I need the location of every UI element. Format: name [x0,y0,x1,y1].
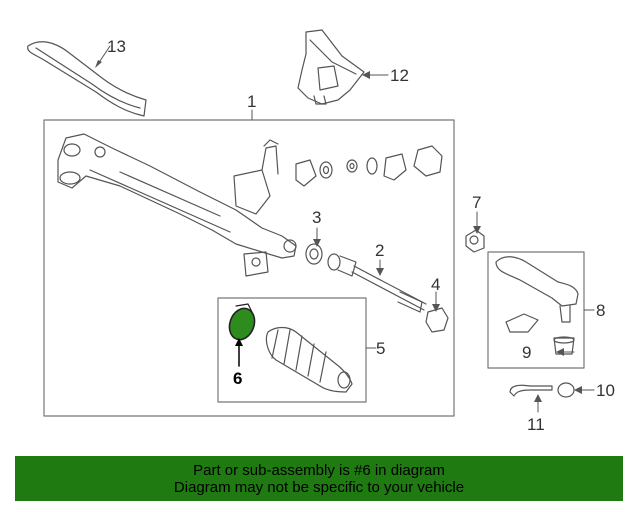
part-12-bracket [297,29,365,105]
callout-1: 1 [247,92,256,111]
callout-10: 10 [596,381,615,400]
part-3-washer [305,243,323,265]
callout-8: 8 [596,301,605,320]
callout-7: 7 [472,193,481,212]
callout-9: 9 [522,343,531,362]
callout-5: 5 [376,339,385,358]
part-11-pin [509,384,553,397]
part-4-nut [425,307,449,333]
part-2-tie-rod [327,253,427,313]
part-1-box [43,119,455,417]
part-10-cap [557,382,575,398]
part-1-small-parts [295,145,443,187]
part-8-tie-rod-end [495,256,579,355]
callout-3: 3 [312,208,321,227]
parts-diagram: 13 12 1 3 2 4 5 6 7 8 9 10 11 [27,29,615,434]
callout-4: 4 [431,275,440,294]
info-banner: Part or sub-assembly is #6 in diagram Di… [15,456,623,501]
banner-line-disclaimer: Diagram may not be specific to your vehi… [173,478,465,496]
part-7-cap-nut [465,229,485,253]
part-1-rack-housing [57,133,297,277]
callout-12: 12 [390,66,409,85]
part-5-boot [265,326,353,393]
callout-11: 11 [527,415,545,434]
callout-13: 13 [107,37,126,56]
leader-arrowheads [95,60,582,402]
callout-2: 2 [375,241,384,260]
part-13-cover [27,41,147,117]
leader-lines [97,45,595,413]
part-6-clamp [228,303,256,341]
part-5-box [217,297,367,403]
banner-line-part: Part or sub-assembly is #6 in diagram [193,461,445,479]
callout-6: 6 [233,369,242,388]
